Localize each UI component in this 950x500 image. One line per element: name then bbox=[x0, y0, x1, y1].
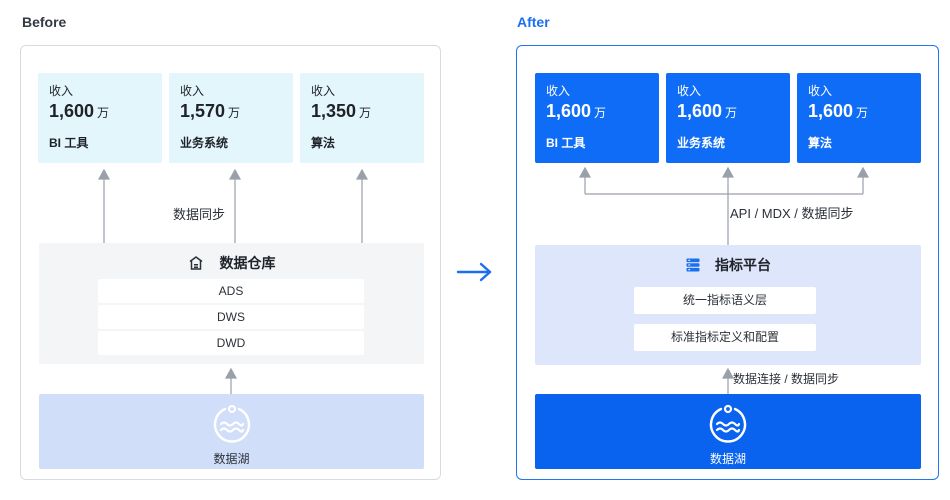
card-unit: 万 bbox=[594, 106, 607, 120]
metrics-platform-box: 指标平台 统一指标语义层 标准指标定义和配置 bbox=[535, 245, 921, 365]
card-unit: 万 bbox=[97, 106, 110, 120]
metrics-platform-title: 指标平台 bbox=[715, 257, 771, 273]
lake-label: 数据湖 bbox=[709, 452, 746, 466]
card-label: 收入 bbox=[677, 84, 702, 98]
card-value: 1,570 bbox=[180, 101, 226, 121]
arrow-head bbox=[578, 166, 592, 178]
after-heading: After bbox=[517, 14, 550, 30]
after-arrows bbox=[578, 166, 870, 394]
after-data-lake: 数据湖 bbox=[535, 394, 921, 469]
arrow-head bbox=[721, 367, 735, 379]
card-system: 业务系统 bbox=[180, 136, 229, 150]
server-stack-icon bbox=[685, 257, 701, 273]
card-value: 1,600 bbox=[49, 101, 95, 121]
data-warehouse-box: 数据仓库 ADS DWS DWD bbox=[39, 243, 424, 364]
lake-label: 数据湖 bbox=[213, 452, 250, 466]
layer-ads: ADS bbox=[98, 279, 364, 303]
card-system: BI 工具 bbox=[546, 136, 586, 150]
lake-icon bbox=[213, 404, 250, 443]
card-value: 1,600 bbox=[808, 101, 854, 121]
card-label: 收入 bbox=[311, 84, 336, 98]
card-value: 1,600 bbox=[677, 101, 723, 121]
card-unit: 万 bbox=[725, 106, 738, 120]
card-label: 收入 bbox=[49, 84, 74, 98]
layer-dws: DWS bbox=[98, 305, 364, 329]
card-system: 算法 bbox=[311, 136, 336, 150]
before-heading: Before bbox=[22, 14, 67, 30]
card-label: 收入 bbox=[546, 84, 571, 98]
card-value: 1,600 bbox=[546, 101, 592, 121]
card-system: 业务系统 bbox=[677, 136, 726, 150]
after-connect-label: 数据连接 / 数据同步 bbox=[733, 372, 840, 386]
card-system: BI 工具 bbox=[49, 136, 89, 150]
card-unit: 万 bbox=[856, 106, 869, 120]
arrow-head bbox=[224, 367, 238, 379]
layer-standard-definition: 标准指标定义和配置 bbox=[634, 324, 816, 351]
before-data-lake: 数据湖 bbox=[39, 394, 424, 469]
before-arrows bbox=[97, 168, 369, 394]
card-label: 收入 bbox=[180, 84, 205, 98]
data-warehouse-title: 数据仓库 bbox=[219, 255, 276, 271]
arrow-head bbox=[856, 166, 870, 178]
lake-icon bbox=[709, 404, 747, 443]
arrow-head bbox=[97, 168, 111, 180]
card-value: 1,350 bbox=[311, 101, 357, 121]
arrow-head bbox=[355, 168, 369, 180]
card-system: 算法 bbox=[808, 136, 833, 150]
layer-dwd: DWD bbox=[98, 331, 364, 355]
card-unit: 万 bbox=[228, 106, 241, 120]
card-unit: 万 bbox=[359, 106, 372, 120]
after-sync-label: API / MDX / 数据同步 bbox=[730, 206, 854, 221]
before-sync-label: 数据同步 bbox=[171, 204, 228, 223]
arrow-head bbox=[228, 168, 242, 180]
arrow-head bbox=[721, 166, 735, 178]
layer-unified-semantic: 统一指标语义层 bbox=[634, 287, 816, 314]
warehouse-icon bbox=[188, 255, 204, 271]
transition-arrow-icon bbox=[456, 262, 492, 282]
card-label: 收入 bbox=[808, 84, 833, 98]
